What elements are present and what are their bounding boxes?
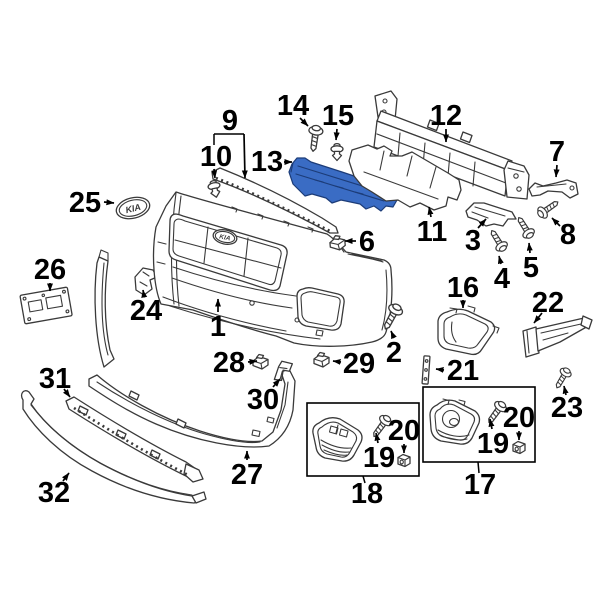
grille-molding-strip bbox=[211, 167, 339, 234]
callout-17[interactable]: 17 bbox=[464, 469, 496, 501]
lower-valance bbox=[88, 368, 296, 448]
callout-20-right[interactable]: 20 bbox=[503, 402, 535, 434]
fog-lamp-opening bbox=[296, 287, 345, 331]
retainer-strip bbox=[421, 355, 431, 385]
callout-21[interactable]: 21 bbox=[447, 355, 479, 387]
clip-icon-10 bbox=[206, 178, 223, 200]
fog-lamp-bezel bbox=[437, 305, 500, 356]
callout-24[interactable]: 24 bbox=[130, 295, 162, 327]
callout-26[interactable]: 26 bbox=[34, 254, 66, 286]
callout-27[interactable]: 27 bbox=[231, 459, 263, 491]
kit-box-18 bbox=[306, 402, 420, 477]
lower-lip-strip bbox=[20, 390, 207, 504]
callout-3[interactable]: 3 bbox=[465, 225, 481, 257]
bolt-icon-23 bbox=[551, 365, 574, 392]
callout-19-right[interactable]: 19 bbox=[477, 428, 509, 460]
bumper-badge-text: KIA bbox=[219, 233, 232, 242]
bracket-icon-30 bbox=[273, 360, 294, 382]
rail-bracket bbox=[465, 202, 517, 227]
side-bracket bbox=[134, 267, 158, 296]
side-support-bracket bbox=[528, 179, 579, 199]
callout-23[interactable]: 23 bbox=[551, 392, 583, 424]
callout-18[interactable]: 18 bbox=[351, 478, 383, 510]
callout-6[interactable]: 6 bbox=[359, 226, 375, 258]
callout-7[interactable]: 7 bbox=[549, 136, 565, 168]
bolt-icon-8 bbox=[534, 196, 563, 222]
fog-cover-left bbox=[312, 417, 363, 462]
callout-22[interactable]: 22 bbox=[532, 287, 564, 319]
lower-grille-strip bbox=[65, 396, 204, 483]
callout-25[interactable]: 25 bbox=[69, 187, 101, 219]
callout-labels: 1 2 3 4 5 6 7 8 9 10 11 12 13 14 15 16 1… bbox=[34, 90, 583, 510]
air-guide-bracket bbox=[522, 315, 593, 358]
callout-29[interactable]: 29 bbox=[343, 348, 375, 380]
kit-box-17 bbox=[422, 386, 536, 463]
callout-10[interactable]: 10 bbox=[200, 141, 232, 173]
bolt-icon-5 bbox=[512, 213, 538, 242]
bumper-kia-badge: KIA bbox=[212, 229, 238, 245]
callout-15[interactable]: 15 bbox=[322, 100, 354, 132]
callout-arrows bbox=[47, 117, 569, 484]
callout-16[interactable]: 16 bbox=[447, 272, 479, 304]
callout-1[interactable]: 1 bbox=[210, 311, 226, 343]
callout-19-left[interactable]: 19 bbox=[363, 442, 395, 474]
front-bumper-cover: KIA bbox=[152, 191, 393, 347]
nut-icon-20-left bbox=[397, 453, 411, 468]
callout-32[interactable]: 32 bbox=[38, 477, 70, 509]
callout-14[interactable]: 14 bbox=[277, 90, 309, 122]
callout-2[interactable]: 2 bbox=[386, 337, 402, 369]
callout-30[interactable]: 30 bbox=[247, 384, 279, 416]
license-plate-bracket bbox=[19, 286, 73, 325]
callout-12[interactable]: 12 bbox=[430, 100, 462, 132]
callout-5[interactable]: 5 bbox=[523, 252, 539, 284]
kia-emblem-text: KIA bbox=[124, 202, 141, 215]
fog-cover-right bbox=[429, 398, 481, 445]
callout-31[interactable]: 31 bbox=[39, 363, 71, 395]
bolt-icon-4 bbox=[485, 226, 511, 255]
grille-upper-cover-highlighted[interactable] bbox=[288, 157, 398, 212]
nut-icon-20-right bbox=[512, 440, 526, 455]
clip-icon-15 bbox=[330, 142, 344, 162]
valance-left-arm bbox=[94, 249, 115, 368]
callout-9[interactable]: 9 bbox=[222, 105, 238, 137]
kia-emblem: KIA bbox=[115, 196, 151, 220]
energy-absorber bbox=[348, 144, 462, 211]
clip-icon-29 bbox=[313, 351, 330, 368]
callout-13[interactable]: 13 bbox=[251, 146, 283, 178]
callout-11[interactable]: 11 bbox=[417, 216, 448, 248]
callout-28[interactable]: 28 bbox=[213, 347, 245, 379]
callout-8[interactable]: 8 bbox=[560, 219, 576, 251]
callout-4[interactable]: 4 bbox=[494, 263, 510, 295]
callout-20-left[interactable]: 20 bbox=[388, 415, 420, 447]
